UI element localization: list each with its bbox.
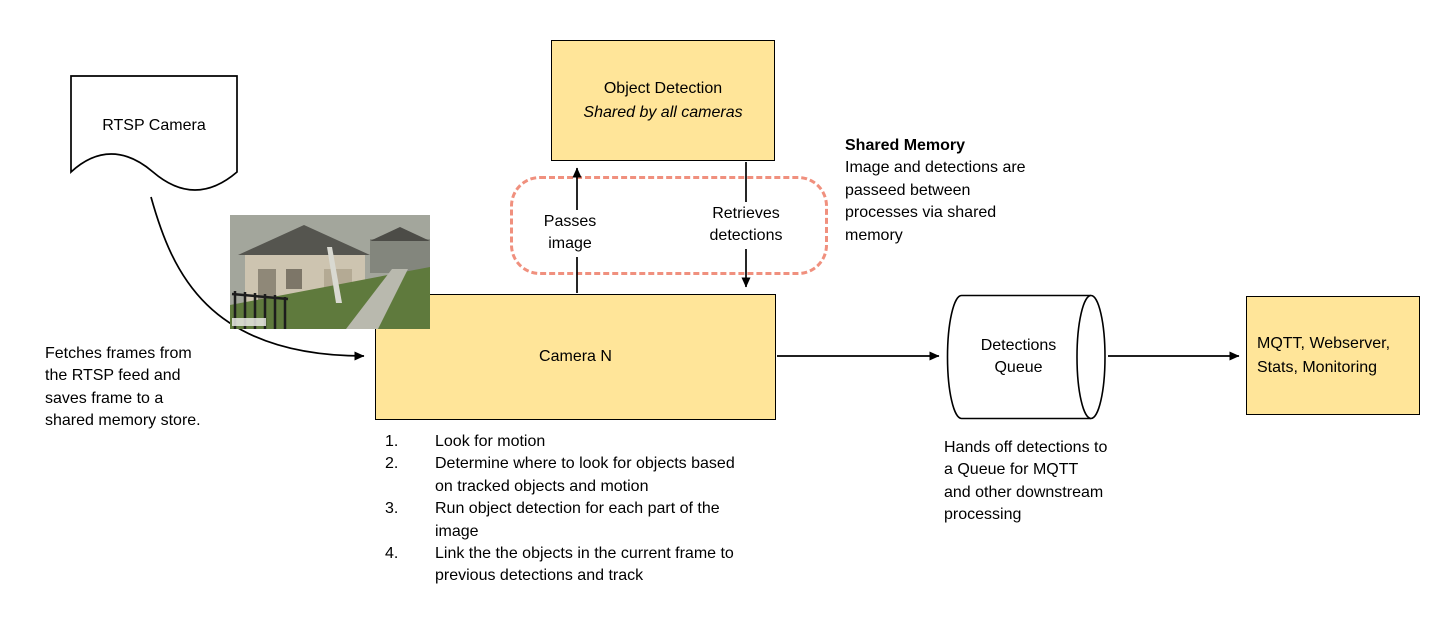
camera-step: 2. Determine where to look for objects b… [385,453,760,498]
camera-step-number: 4. [385,544,399,562]
shared-memory-note: Shared Memory Image and detections are p… [845,135,1045,247]
camera-step-text: Determine where to look for objects base… [435,455,735,495]
camera-step-number: 1. [385,433,399,450]
mqtt-node: MQTT, Webserver, Stats, Monitoring [1246,296,1420,415]
retrieves-detections-label: Retrieves detections [701,202,791,249]
object-detection-node: Object Detection Shared by all cameras [551,40,775,161]
queue-handoff-note: Hands off detections to a Queue for MQTT… [944,439,1108,524]
camera-step-text: Run object detection for each part of th… [435,500,720,540]
camera-n-node: Camera N [375,294,776,420]
mqtt-label: MQTT, Webserver, Stats, Monitoring [1257,335,1391,376]
camera-step-text: Link the the objects in the current fram… [435,544,734,585]
shared-memory-note-body: Image and detections are passeed between… [845,159,1026,244]
rtsp-camera-label: RTSP Camera [102,117,206,134]
camera-step-text: Look for motion [435,433,546,450]
camera-snapshot-image [230,215,430,329]
camera-step-number: 3. [385,500,399,518]
camera-step: 1. Look for motion [385,431,760,453]
object-detection-subtitle: Shared by all cameras [583,103,743,121]
shared-memory-note-title: Shared Memory [845,137,966,154]
detections-queue-label: Detections Queue [980,336,1057,376]
camera-n-label: Camera N [539,348,612,366]
object-detection-title: Object Detection [603,80,723,98]
detections-queue-node: Detections Queue [946,294,1107,420]
cylinder-shape [946,294,1106,420]
shared-memory-dashed-region [510,176,828,275]
rtsp-camera-node: RTSP Camera [70,75,238,197]
fetches-frames-note: Fetches frames from the RTSP feed and sa… [45,345,201,430]
camera-step: 4. Link the the objects in the current f… [385,543,760,588]
passes-image-label: Passes image [538,210,602,257]
camera-step: 3. Run object detection for each part of… [385,498,760,543]
camera-steps-list: 1. Look for motion 2. Determine where to… [385,431,760,588]
camera-step-number: 2. [385,455,399,473]
document-shape [70,75,238,191]
